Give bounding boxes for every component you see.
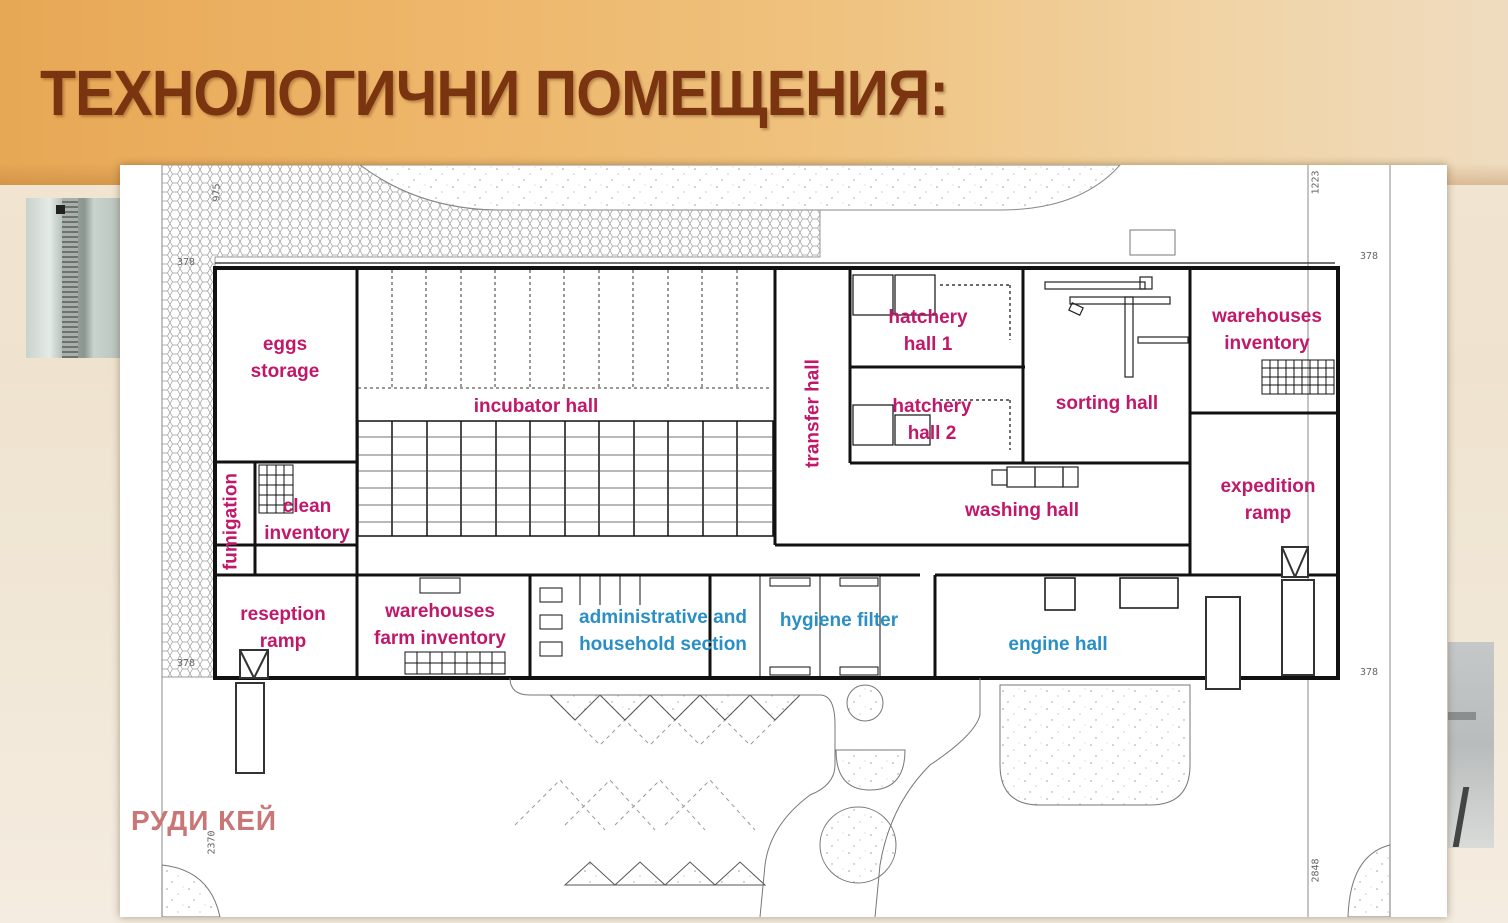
dimension-label: 378 (1360, 251, 1379, 262)
label-line: hygiene filter (779, 610, 899, 631)
background-photo-right (1448, 642, 1494, 848)
label-line: reseption (240, 604, 326, 625)
watermark: РУДИ КЕЙ (131, 805, 278, 836)
label-line: transfer hall (802, 359, 824, 468)
floor-plan-drawing (161, 165, 1391, 917)
label-line: expedition (1220, 476, 1316, 497)
label-line: engine hall (1008, 634, 1108, 655)
label-line: hall 2 (907, 423, 957, 444)
dimension-label: 378 (177, 257, 196, 268)
label-line: household section (579, 634, 747, 655)
label-line: warehouses (1212, 306, 1322, 327)
room-label-incubator-hall: incubator hall (436, 393, 636, 420)
label-line: incubator hall (473, 396, 599, 417)
room-label-eggs-storage: eggs storage (245, 331, 325, 385)
label-line: storage (250, 361, 320, 382)
room-label-engine-hall: engine hall (996, 631, 1120, 658)
label-line: ramp (1244, 503, 1292, 524)
room-label-hatchery-hall-1: hatchery hall 1 (878, 304, 978, 358)
label-line: inventory (264, 523, 350, 544)
room-label-administrative-household: administrative and household section (572, 604, 754, 658)
label-line: sorting hall (1055, 393, 1159, 414)
room-label-hygiene-filter: hygiene filter (772, 607, 906, 634)
slide-title: ТЕХНОЛОГИЧНИ ПОМЕЩЕНИЯ: (40, 57, 949, 129)
dimension-label: 378 (1360, 667, 1379, 678)
dimension-label: 975 (211, 183, 223, 202)
room-label-sorting-hall: sorting hall (1037, 390, 1177, 417)
dimension-label: 1223 (1310, 170, 1322, 195)
floor-plan: 975 378 378 2370 1223 378 378 2848 (120, 165, 1447, 917)
label-line: fumigation (220, 472, 242, 571)
room-label-washing-hall: washing hall (942, 497, 1102, 524)
label-line: clean (282, 496, 332, 517)
room-label-hatchery-hall-2: hatchery hall 2 (882, 393, 982, 447)
label-line: ramp (259, 631, 307, 652)
dimension-label: 378 (177, 658, 196, 669)
dimension-label: 2848 (1310, 858, 1322, 883)
background-photo-left (26, 198, 120, 358)
room-label-warehouses-farm-inventory: warehouses farm inventory (365, 598, 515, 652)
label-line: administrative and (579, 607, 747, 628)
label-line: warehouses (385, 601, 495, 622)
room-label-warehouses-inventory: warehouses inventory (1206, 303, 1328, 357)
photo-detail (56, 205, 65, 214)
room-label-clean-inventory: clean inventory (258, 493, 356, 547)
room-label-transfer-hall: transfer hall (800, 349, 827, 479)
label-line: washing hall (964, 500, 1080, 521)
room-label-fumigation: fumigation (218, 467, 245, 577)
label-line: inventory (1224, 333, 1310, 354)
label-line: hall 1 (903, 334, 953, 355)
perforated-panel (62, 198, 78, 358)
label-line: farm inventory (374, 628, 506, 649)
photo-detail (1448, 712, 1476, 720)
room-label-expedition-ramp: expedition ramp (1208, 473, 1328, 527)
room-label-reseption-ramp: reseption ramp (230, 601, 336, 655)
label-line: eggs (262, 334, 308, 355)
label-line: hatchery (892, 396, 972, 417)
photo-detail (1452, 787, 1470, 847)
label-line: hatchery (888, 307, 968, 328)
